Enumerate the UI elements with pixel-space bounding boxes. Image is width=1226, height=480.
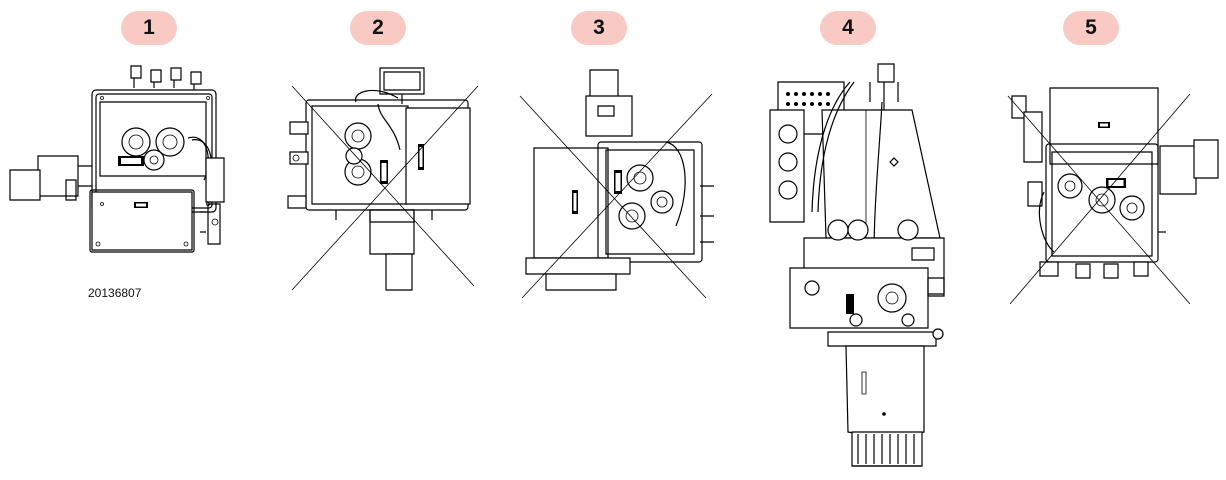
view-badge-4: 4	[820, 11, 876, 45]
figure-view-2	[282, 64, 482, 296]
view-badge-3: 3	[571, 11, 627, 45]
figure-view-1	[8, 62, 238, 268]
view-badge-2: 2	[350, 11, 406, 45]
figure-view-4	[762, 62, 962, 480]
figure-view-5	[1004, 82, 1220, 308]
drawing-code-label: 20136807	[88, 286, 142, 300]
view-badge-5: 5	[1063, 11, 1119, 45]
view-badge-1: 1	[121, 11, 177, 45]
figure-view-3	[516, 66, 716, 302]
